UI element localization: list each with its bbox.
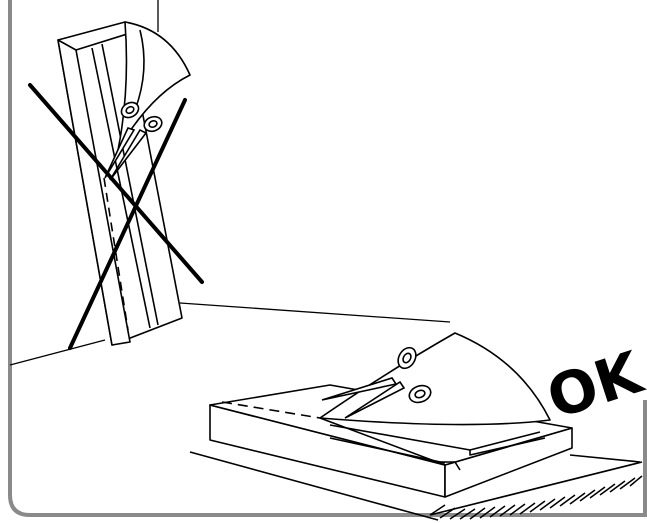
scissors-flat-icon: [321, 346, 432, 419]
scissors-icon: [104, 101, 163, 181]
floor-rug: [189, 451, 643, 521]
cross-out-mark: [28, 83, 204, 350]
upright-box-wrong: [57, 21, 191, 346]
ok-label: OK: [539, 338, 647, 432]
frame-border: [8, 0, 647, 517]
room-corner: [9, 0, 451, 366]
